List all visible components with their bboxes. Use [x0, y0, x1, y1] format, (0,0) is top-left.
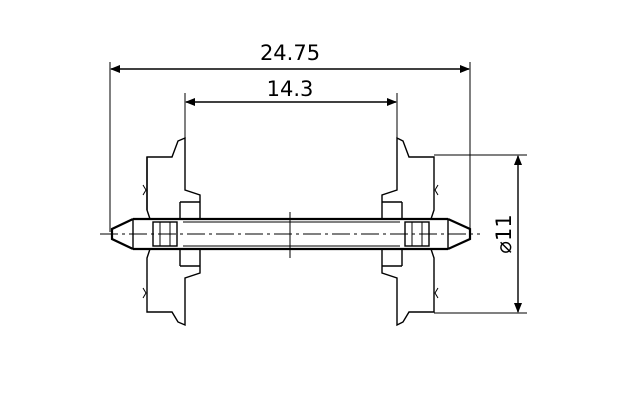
wheel-diameter-label: ⌀11: [492, 214, 516, 253]
left-wheel: [142, 136, 201, 327]
overall-length-label: 24.75: [260, 41, 320, 65]
wheel-spacing-label: 14.3: [267, 77, 314, 101]
dimension-wheel-spacing: 14.3: [184, 77, 398, 142]
dimension-wheel-diameter: ⌀11: [434, 154, 527, 314]
dimension-overall-length: 24.75: [109, 41, 471, 232]
right-wheel: [381, 136, 439, 327]
